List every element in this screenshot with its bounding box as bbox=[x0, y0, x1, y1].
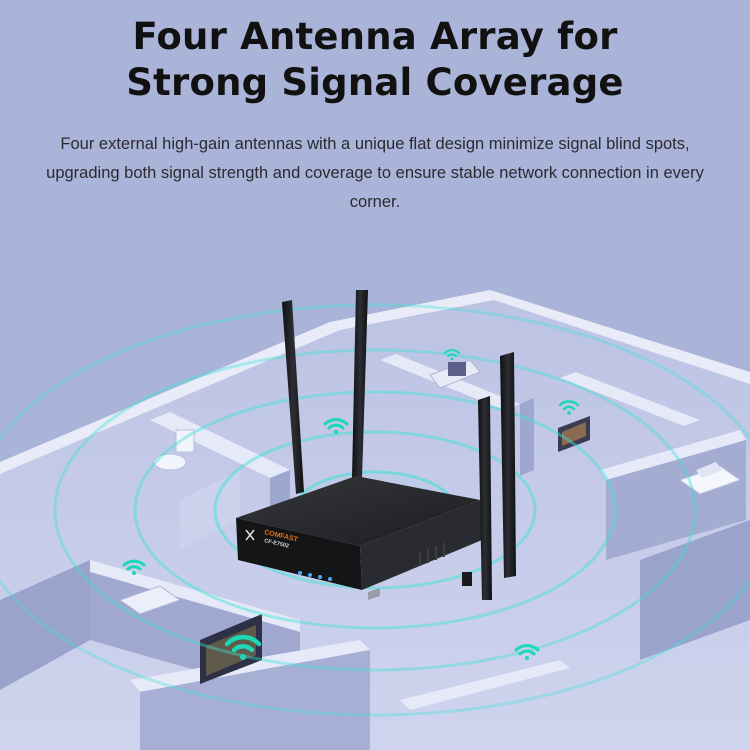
antenna-back-left bbox=[282, 300, 304, 494]
toilet-icon bbox=[153, 429, 195, 471]
antenna-front-left bbox=[478, 396, 492, 600]
wifi-icon bbox=[558, 400, 580, 415]
product-badge-icon bbox=[368, 588, 380, 600]
feature-description: Four external high-gain antennas with a … bbox=[46, 135, 704, 211]
desk-icon bbox=[118, 585, 182, 615]
wifi-icon bbox=[514, 644, 540, 660]
wifi-icon bbox=[122, 559, 146, 575]
wifi-icon bbox=[444, 349, 460, 361]
router-top bbox=[236, 476, 480, 546]
wifi-icon bbox=[224, 634, 262, 660]
desk-icon bbox=[429, 359, 481, 389]
wifi-icon bbox=[323, 418, 349, 434]
bed-icon bbox=[678, 462, 742, 495]
model-name: CF-E7502 bbox=[264, 538, 290, 549]
page-title: Four Antenna Array for Strong Signal Cov… bbox=[0, 14, 750, 106]
tv-icon bbox=[558, 416, 590, 452]
antenna-back-right bbox=[352, 290, 368, 478]
router-front bbox=[236, 518, 362, 590]
brand-logo-icon bbox=[245, 529, 255, 541]
router: COMFAST CF-E7502 bbox=[236, 290, 516, 600]
title-line-1: Four Antenna Array for bbox=[132, 15, 618, 58]
antenna-front-right bbox=[500, 352, 516, 578]
header: Four Antenna Array for Strong Signal Cov… bbox=[0, 0, 750, 260]
wifi-icons bbox=[122, 349, 580, 660]
router-side bbox=[360, 500, 482, 590]
title-line-2: Strong Signal Coverage bbox=[126, 61, 624, 104]
floor-plan bbox=[0, 290, 750, 750]
status-leds bbox=[298, 571, 332, 581]
